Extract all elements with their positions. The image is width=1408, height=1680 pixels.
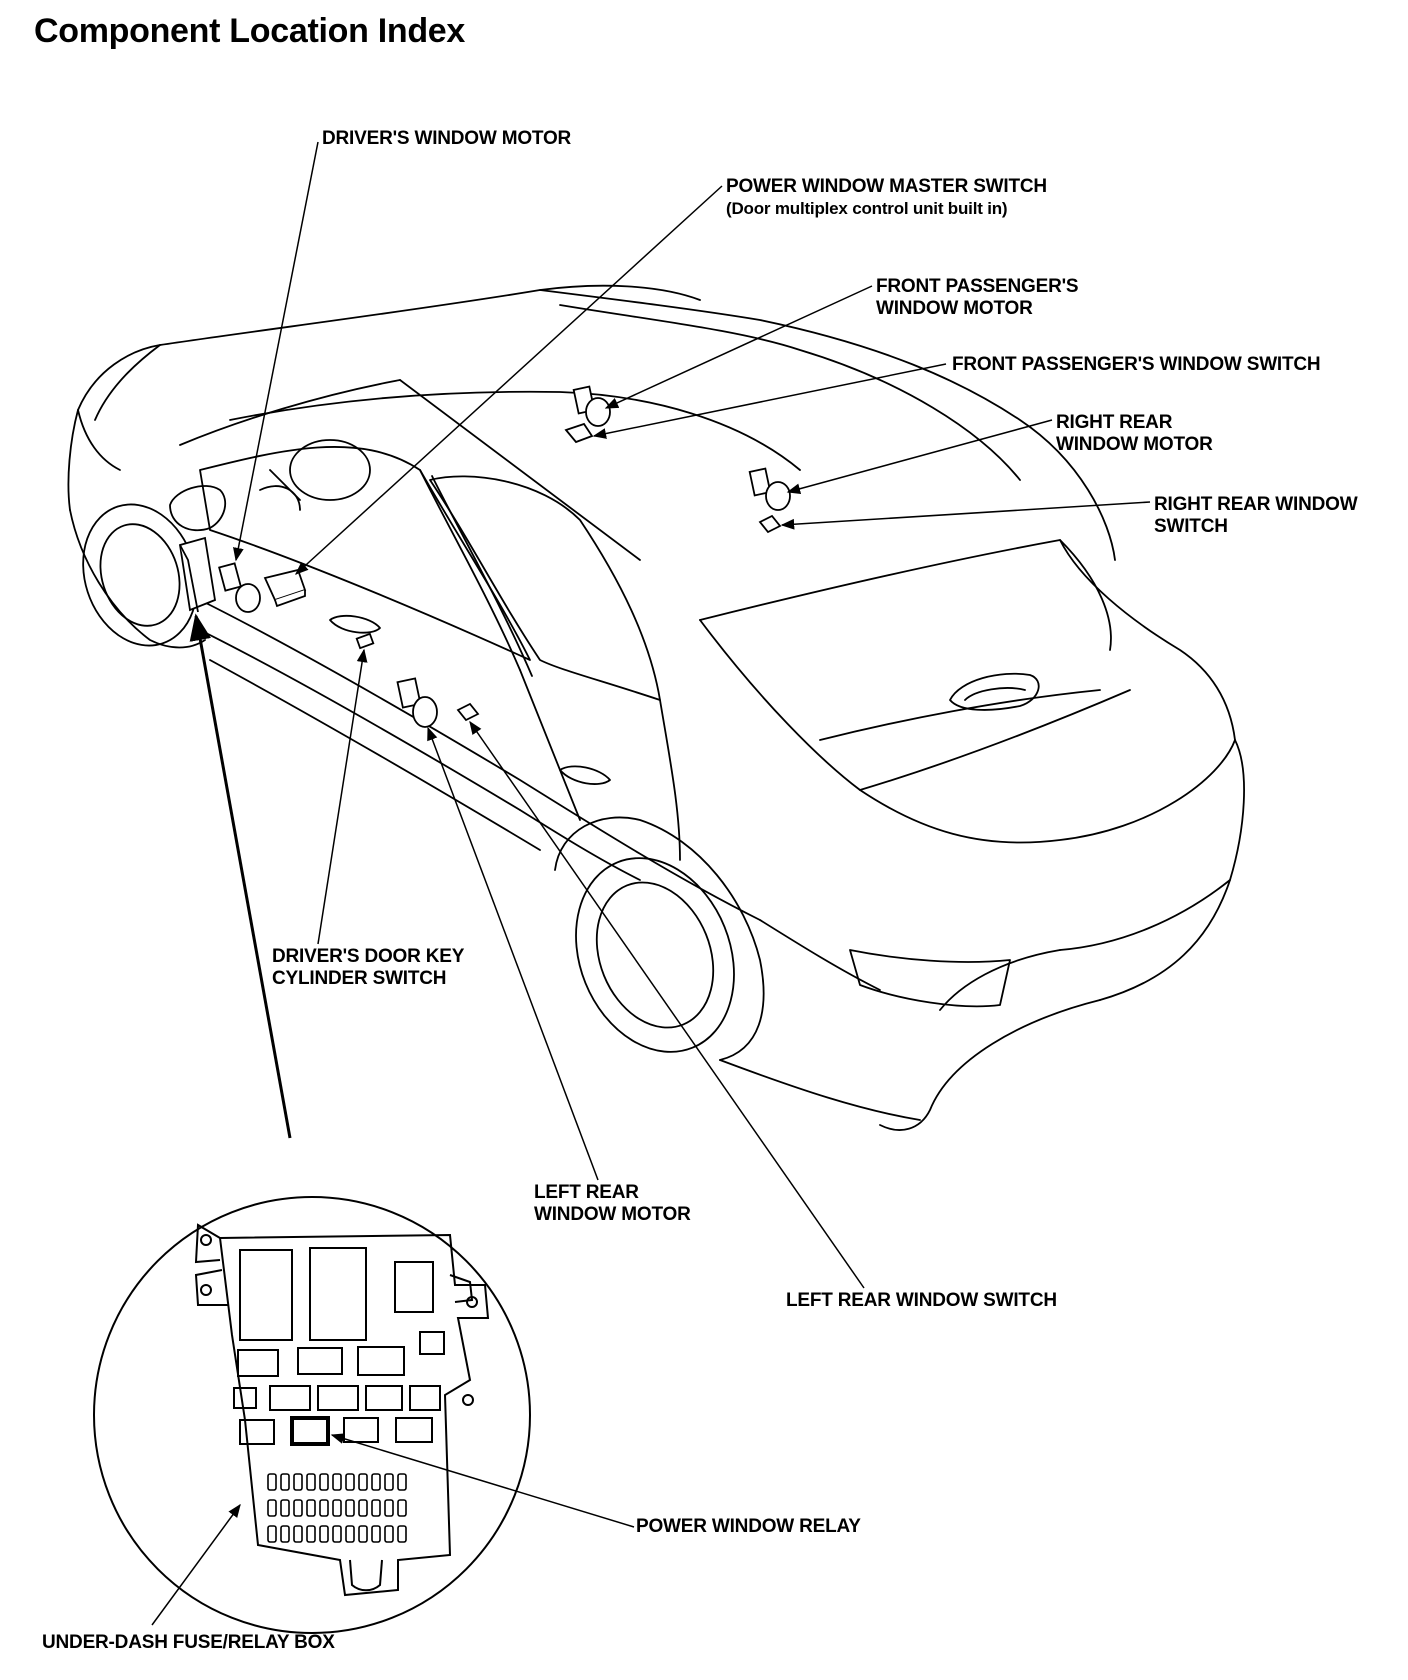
label-drivers-door-key-cylinder-switch: DRIVER'S DOOR KEY CYLINDER SWITCH (272, 946, 465, 989)
label-right-rear-window-motor: RIGHT REAR WINDOW MOTOR (1056, 412, 1213, 455)
switch-icon (456, 702, 480, 722)
label-right-rear-window-switch: RIGHT REAR WINDOW SWITCH (1154, 494, 1358, 537)
label-drivers-window-motor: DRIVER'S WINDOW MOTOR (322, 128, 572, 149)
car-outline (67, 284, 1245, 1131)
switch-icon (564, 422, 594, 444)
fuse-slot (267, 1525, 277, 1543)
fuse-slot (384, 1473, 394, 1491)
fuse-slot (319, 1473, 329, 1491)
fuse-slot (293, 1473, 303, 1491)
fuse-slot (397, 1499, 407, 1517)
fuse-slot (345, 1473, 355, 1491)
label-front-passengers-window-switch: FRONT PASSENGER'S WINDOW SWITCH (952, 354, 1321, 375)
fuse-slot (280, 1499, 290, 1517)
motor-icon (396, 677, 422, 709)
fuse-slot (306, 1525, 316, 1543)
fuse-slot (293, 1525, 303, 1543)
fuse-slot (319, 1525, 329, 1543)
fuse-slot (267, 1473, 277, 1491)
fuse-slot (293, 1499, 303, 1517)
fuse-slot (384, 1499, 394, 1517)
page-title: Component Location Index (34, 12, 466, 50)
component-icons (178, 385, 791, 728)
fuse-slot (358, 1525, 368, 1543)
motor-icon (748, 467, 772, 497)
key-cylinder-icon (355, 632, 375, 650)
fuse-slot (306, 1473, 316, 1491)
power-window-relay-icon (290, 1416, 330, 1446)
fuse-slot (306, 1499, 316, 1517)
fuse-slot (267, 1499, 277, 1517)
fuse-slot (371, 1473, 381, 1491)
label-power-window-relay: POWER WINDOW RELAY (636, 1516, 861, 1537)
label-power-window-master-switch: POWER WINDOW MASTER SWITCH (Door multipl… (726, 176, 1047, 218)
fuse-slot (397, 1473, 407, 1491)
fuse-slot (332, 1473, 342, 1491)
label-under-dash-fuse-relay-box: UNDER-DASH FUSE/RELAY BOX (42, 1632, 335, 1653)
label-left-rear-window-switch: LEFT REAR WINDOW SWITCH (786, 1290, 1057, 1311)
fuse-slot (397, 1525, 407, 1543)
motor-icon (218, 562, 242, 592)
fuse-slot (384, 1525, 394, 1543)
fuse-slot (358, 1499, 368, 1517)
fuse-slot (332, 1499, 342, 1517)
label-front-passengers-window-motor: FRONT PASSENGER'S WINDOW MOTOR (876, 276, 1079, 319)
fuse-slot (371, 1525, 381, 1543)
fuse-slot (358, 1473, 368, 1491)
fuse-slot (280, 1525, 290, 1543)
fuse-slot (280, 1473, 290, 1491)
fuse-box-inset (93, 1196, 531, 1634)
fuse-box-icon (178, 536, 217, 612)
fuse-slot (345, 1499, 355, 1517)
fuse-slot (345, 1525, 355, 1543)
fuse-slot (332, 1525, 342, 1543)
leader-lines (151, 141, 1151, 1626)
fuse-slot (319, 1499, 329, 1517)
label-left-rear-window-motor: LEFT REAR WINDOW MOTOR (534, 1182, 691, 1225)
fuse-slot (371, 1499, 381, 1517)
switch-icon (758, 514, 782, 534)
